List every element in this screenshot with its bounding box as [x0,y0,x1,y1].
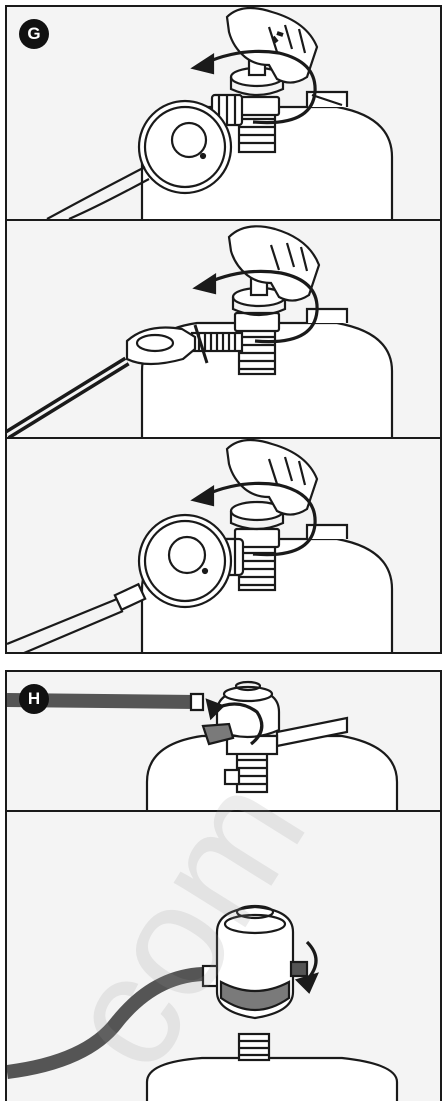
section-h: H [5,670,442,1101]
illustration-clip-on-regulator-turn [7,812,442,1101]
illustration-clip-on-regulator-lever [7,672,442,810]
step-badge-g: G [19,19,49,49]
step-badge-h: H [19,684,49,714]
panel-g2 [7,221,440,437]
illustration-open-valve-round-regulator-nut [7,439,442,654]
panel-g1 [7,7,440,219]
illustration-open-valve-round-regulator [7,7,442,219]
section-g: G [5,5,442,654]
panel-g3 [7,439,440,654]
illustration-open-valve-pol-connector [7,221,442,437]
panel-h2 [7,812,440,1101]
panel-h1 [7,672,440,810]
